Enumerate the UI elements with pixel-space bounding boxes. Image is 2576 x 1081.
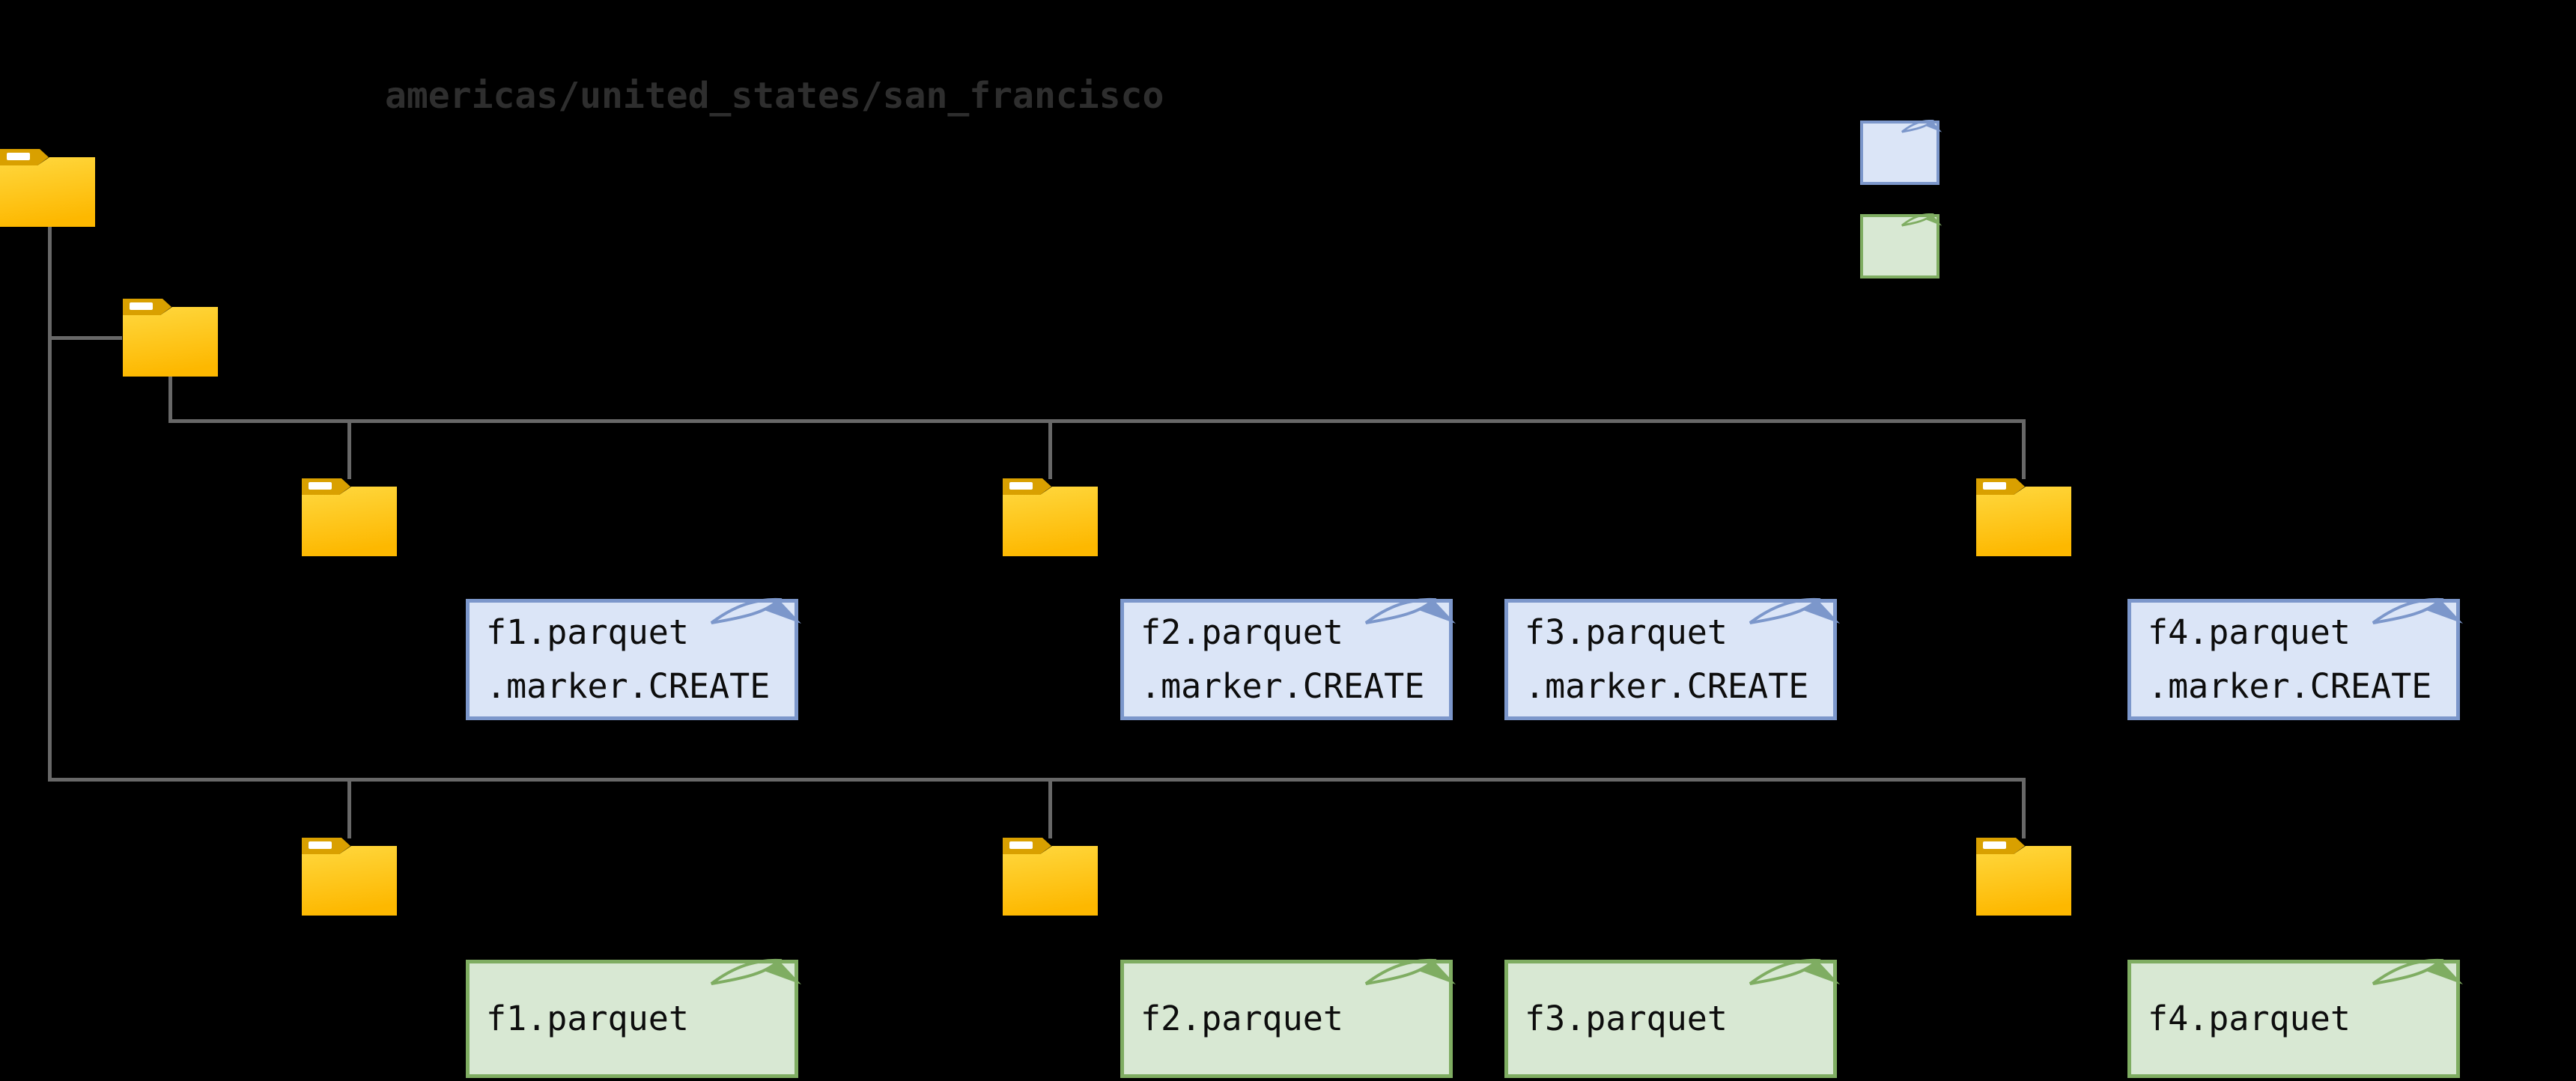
path-label: americas/united_states/san_francisco — [385, 75, 1164, 117]
note-line: f3.parquet — [1525, 612, 1728, 652]
marker-note-f1: f1.parquet .marker.CREATE — [466, 597, 801, 720]
connector-line — [1048, 778, 1052, 838]
connector-line — [48, 778, 2026, 782]
legend-data-note-icon — [1860, 213, 1942, 278]
note-line: f1.parquet — [486, 612, 689, 652]
page-fold-icon — [710, 958, 801, 985]
page-fold-icon — [2372, 958, 2463, 985]
data-partition-folder-icon-2 — [1003, 838, 1098, 916]
note-line: f2.parquet — [1140, 999, 1343, 1038]
data-note-f2: f2.parquet — [1120, 958, 1456, 1078]
data-note-f1: f1.parquet — [466, 958, 801, 1078]
page-fold-icon — [1364, 958, 1456, 985]
root-folder-icon — [0, 149, 95, 227]
connector-line — [347, 419, 351, 479]
data-note-f4: f4.parquet — [2127, 958, 2463, 1078]
page-fold-icon — [710, 597, 801, 624]
marker-partition-folder-icon-3 — [1976, 478, 2071, 556]
page-fold-icon — [1749, 958, 1840, 985]
page-fold-icon — [1364, 597, 1456, 624]
note-line: f4.parquet — [2148, 612, 2351, 652]
connector-line — [48, 336, 122, 340]
page-fold-icon — [1901, 213, 1942, 227]
connector-line — [2022, 778, 2026, 838]
note-line: .marker.CREATE — [1525, 666, 1809, 706]
data-note-f3: f3.parquet — [1504, 958, 1840, 1078]
marker-note-f4: f4.parquet .marker.CREATE — [2127, 597, 2463, 720]
marker-note-f3: f3.parquet .marker.CREATE — [1504, 597, 1840, 720]
path-folder-icon — [123, 299, 218, 377]
legend-marker-note-icon — [1860, 120, 1942, 185]
connector-line — [168, 377, 172, 423]
note-line: .marker.CREATE — [1140, 666, 1425, 706]
page-fold-icon — [2372, 597, 2463, 624]
marker-note-f2: f2.parquet .marker.CREATE — [1120, 597, 1456, 720]
connector-line — [168, 419, 2026, 423]
connector-line — [1048, 419, 1052, 479]
note-line: f1.parquet — [486, 999, 689, 1038]
page-fold-icon — [1901, 120, 1942, 133]
note-line: f2.parquet — [1140, 612, 1343, 652]
note-line: .marker.CREATE — [2148, 666, 2432, 706]
connector-line — [347, 778, 351, 838]
connector-line — [2022, 419, 2026, 479]
data-partition-folder-icon-1 — [302, 838, 397, 916]
note-line: f4.parquet — [2148, 999, 2351, 1038]
data-partition-folder-icon-3 — [1976, 838, 2071, 916]
note-line: f3.parquet — [1525, 999, 1728, 1038]
note-line: .marker.CREATE — [486, 666, 771, 706]
connector-line — [48, 227, 52, 782]
page-fold-icon — [1749, 597, 1840, 624]
marker-partition-folder-icon-2 — [1003, 478, 1098, 556]
marker-partition-folder-icon-1 — [302, 478, 397, 556]
